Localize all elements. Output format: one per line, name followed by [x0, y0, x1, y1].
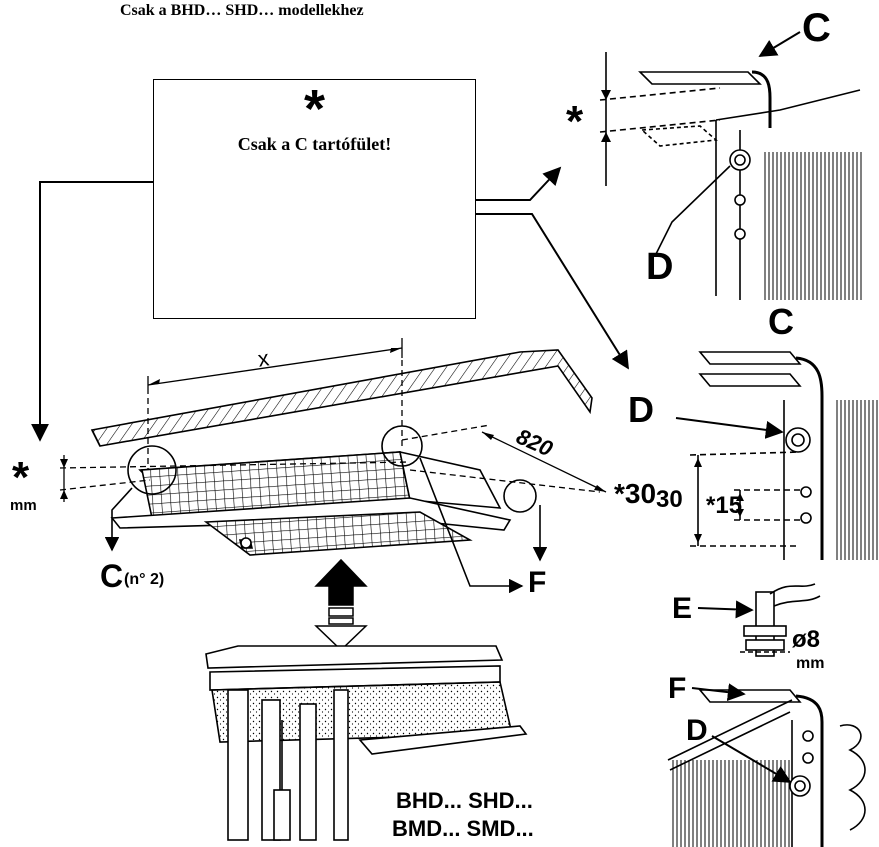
diameter-label: ø8 [792, 626, 821, 653]
detail-mid [689, 351, 879, 560]
dim-820-arrow-left [482, 432, 494, 440]
bracket-leaders [104, 457, 548, 594]
detail-bottom-d: D [686, 714, 708, 747]
models-line-2: BMD... SMD... [392, 816, 534, 841]
dim-15-label: *15 [706, 492, 743, 519]
f-label-main: F [528, 566, 547, 599]
right-dim-label: *30 [614, 478, 657, 509]
left-asterisk: * [12, 453, 30, 502]
bracket-c-label: C [100, 558, 124, 594]
panel-right-leaders [476, 166, 629, 370]
detail-top-c: C [802, 6, 831, 50]
dim-820-arrow-right [594, 485, 606, 492]
dim-30-label: 30 [656, 486, 683, 513]
model-note: Csak a BHD… SHD… modellekhez [120, 2, 364, 19]
detail-top-d: D [646, 246, 674, 288]
ceiling-slab [90, 349, 593, 447]
panel-note: Csak a C tartófület! [237, 134, 392, 154]
dim-x-arrow-right [390, 348, 402, 353]
lift-pallet [205, 645, 528, 841]
detail-bottom-f: F [668, 672, 687, 705]
detail-top-asterisk: * [566, 97, 584, 146]
detail-mid-d: D [628, 389, 654, 430]
callout-circles [127, 425, 537, 513]
panel-asterisk: * [303, 79, 325, 139]
models-line-1: BHD... SHD... [396, 788, 533, 813]
detail-bottom-e: E [672, 592, 693, 625]
panel-left-leader [31, 181, 153, 442]
diameter-unit: mm [796, 655, 825, 672]
left-unit: mm [10, 497, 37, 514]
cooler-unit [110, 450, 512, 556]
lift-arrow [314, 558, 368, 652]
detail-mid-c: C [768, 301, 794, 342]
bracket-count: (n° 2) [124, 571, 165, 588]
dim-820-line [59, 424, 607, 493]
note-panel: * Csak a C tartófület! [153, 79, 476, 319]
detail-bottom [667, 583, 866, 847]
dim-x-arrow-left [148, 379, 160, 385]
detail-top [599, 52, 862, 300]
